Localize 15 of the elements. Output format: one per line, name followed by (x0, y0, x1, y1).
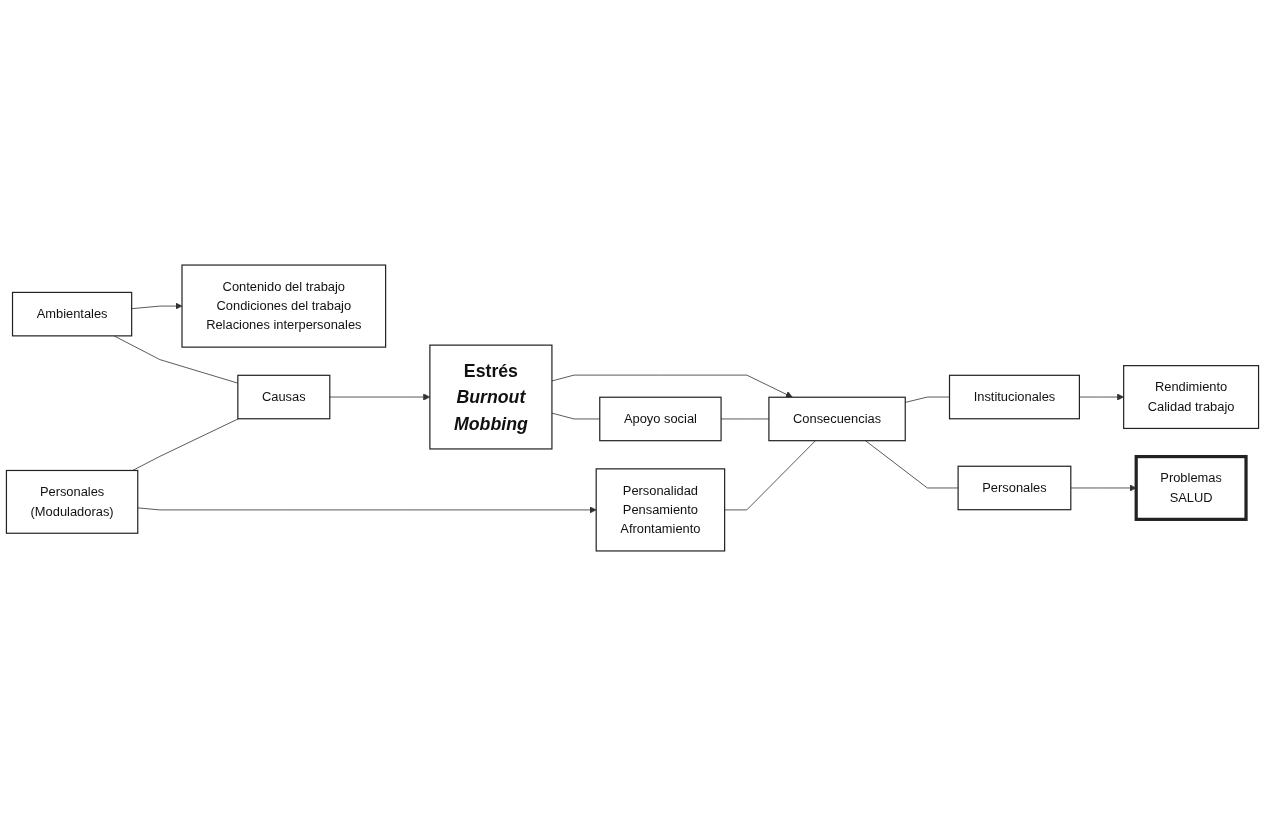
node-box: Contenido del trabajo Condiciones del trabajo Relaciones interpersonales (181, 264, 387, 348)
node-box: Personales (957, 465, 1072, 511)
node-box: Estrés Burnout Mobbing (429, 344, 553, 450)
node-box: Ambientales (11, 291, 133, 337)
node-box: Problemas SALUD (1134, 454, 1248, 521)
node-box: Consecuencias (768, 396, 906, 442)
connector (724, 440, 816, 511)
node-box: Apoyo social (599, 396, 722, 442)
node-box: Personales (Moduladoras) (5, 469, 139, 534)
connector (865, 440, 959, 489)
node-box: Causas (237, 374, 331, 420)
node-box: Personalidad Pensamiento Afrontamiento (595, 468, 726, 552)
connector (132, 418, 239, 471)
node-box: Institucionales (948, 374, 1080, 420)
node-box: Rendimiento Calidad trabajo (1123, 365, 1260, 430)
